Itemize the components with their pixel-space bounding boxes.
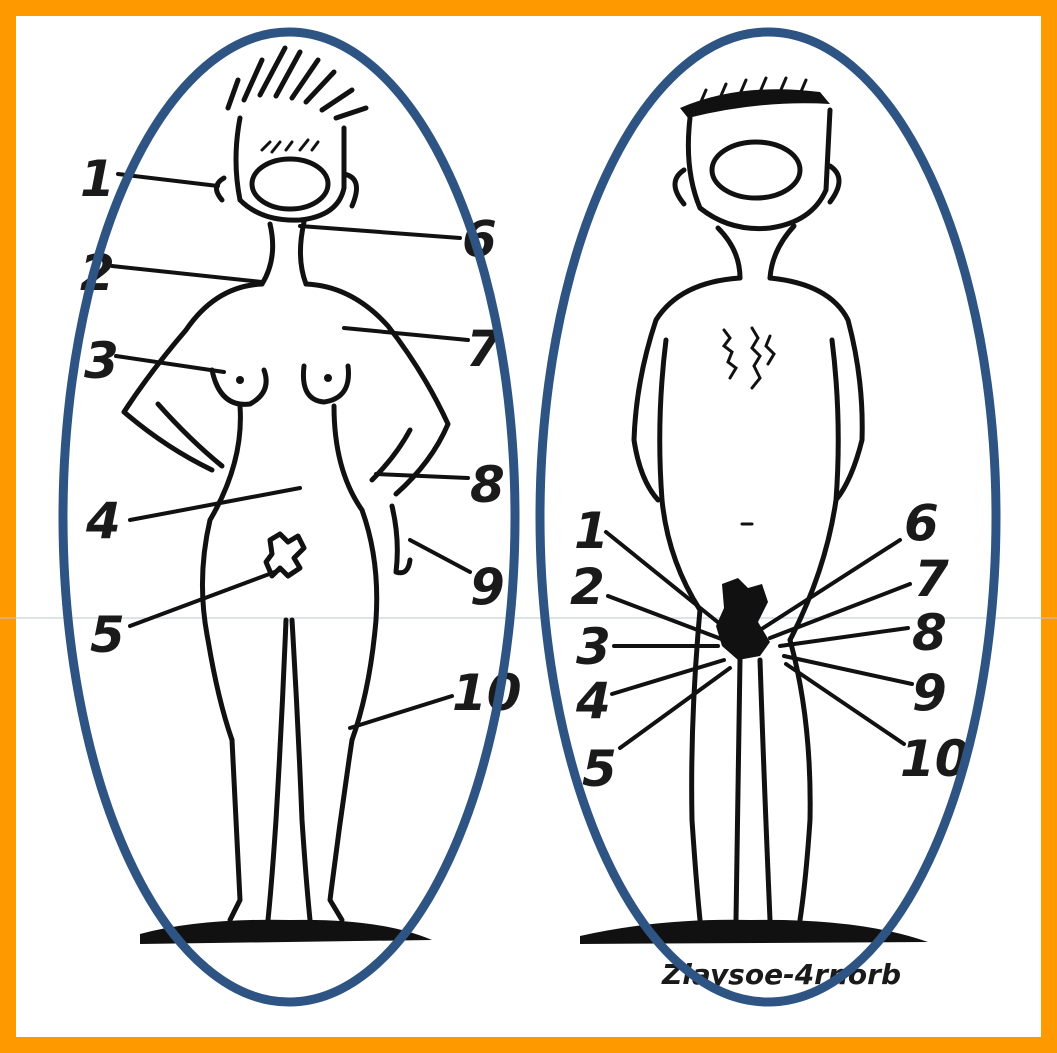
right-label-2: 2 <box>570 558 605 616</box>
right-label-7: 7 <box>914 550 949 608</box>
left-label-3: 3 <box>84 332 119 390</box>
right-label-6: 6 <box>904 494 939 552</box>
left-label-1: 1 <box>80 150 115 208</box>
frame-border <box>8 8 1049 1045</box>
right-label-5: 5 <box>582 740 617 798</box>
right-label-4: 4 <box>575 672 611 730</box>
right-label-1: 1 <box>574 502 609 560</box>
right-label-9: 9 <box>912 664 947 722</box>
right-label-8: 8 <box>912 604 947 662</box>
left-label-5: 5 <box>90 606 125 664</box>
left-label-9: 9 <box>470 558 505 616</box>
left-label-4: 4 <box>85 492 121 550</box>
left-label-8: 8 <box>470 456 505 514</box>
left-label-10: 10 <box>452 664 522 722</box>
left-nipple-left <box>236 376 244 384</box>
right-label-3: 3 <box>576 618 611 676</box>
left-nipple-right <box>324 374 332 382</box>
